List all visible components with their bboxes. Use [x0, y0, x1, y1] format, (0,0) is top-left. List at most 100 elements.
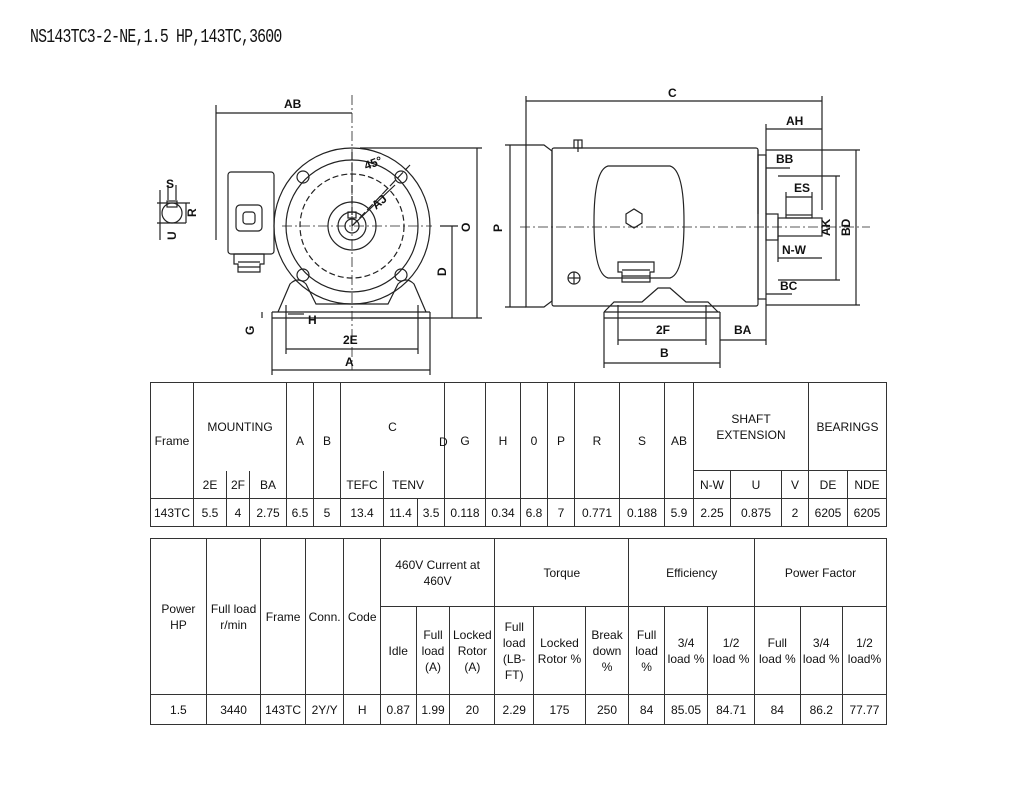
- header-2e: 2E: [193, 470, 227, 499]
- header-pf-full: Full load %: [754, 606, 801, 695]
- header-mounting: MOUNTING: [193, 382, 287, 471]
- cell-p: 7: [547, 498, 575, 527]
- header-u: U: [730, 470, 782, 499]
- label-2f: 2F: [656, 323, 670, 337]
- side-view: [505, 96, 870, 368]
- header-shaft-extension: SHAFT EXTENSION: [693, 382, 809, 471]
- cell-a: 6.5: [286, 498, 314, 527]
- header-current-locked: Locked Rotor (A): [449, 606, 496, 695]
- header-eff-full: Full load %: [628, 606, 665, 695]
- header-ab: AB: [664, 382, 694, 499]
- cell-current-locked: 20: [449, 694, 496, 725]
- header-s: S: [619, 382, 665, 499]
- header-torque-break: Break down %: [584, 606, 630, 695]
- label-o: O: [459, 223, 473, 232]
- header-ba: BA: [249, 470, 287, 499]
- label-2e: 2E: [343, 333, 358, 347]
- header-power-hp: Power HP: [150, 538, 207, 695]
- header-v: V: [781, 470, 809, 499]
- cell-full-load-rmin: 3440: [205, 694, 262, 725]
- cell-b: 5: [313, 498, 341, 527]
- header-pf-34: 3/4 load %: [799, 606, 843, 695]
- label-h: H: [308, 313, 317, 327]
- label-d: D: [435, 267, 449, 276]
- label-bd: BD: [839, 218, 853, 236]
- cell-ba: 2.75: [249, 498, 287, 527]
- label-ab: AB: [284, 97, 302, 111]
- cell-idle: 0.87: [379, 694, 417, 725]
- cell-o: 6.8: [520, 498, 548, 527]
- cell-torque-full: 2.29: [494, 694, 535, 725]
- header-code: Code: [343, 538, 381, 695]
- header-r: R: [574, 382, 620, 499]
- cell-frame2: 143TC: [260, 694, 306, 725]
- cell-d: 3.5: [417, 498, 445, 527]
- header-nde: NDE: [847, 470, 887, 499]
- document-title: NS143TC3-2-NE,1.5 HP,143TC,3600: [30, 26, 282, 48]
- header-efficiency: Efficiency: [628, 538, 755, 607]
- label-u: U: [165, 231, 179, 240]
- cell-eff-full: 84: [628, 694, 665, 725]
- cell-de: 6205: [808, 498, 848, 527]
- header-full-load-rmin: Full load r/min: [205, 538, 262, 695]
- cell-pf-12: 77.77: [841, 694, 888, 725]
- header-eff-34: 3/4 load %: [663, 606, 709, 695]
- header-frame: Frame: [150, 382, 194, 499]
- header-d: D: [439, 435, 448, 449]
- cell-2f: 4: [226, 498, 250, 527]
- label-r: R: [185, 208, 199, 217]
- cell-h: 0.34: [485, 498, 521, 527]
- cell-power-hp: 1.5: [150, 694, 207, 725]
- cell-eff-12: 84.71: [707, 694, 755, 725]
- cell-ab: 5.9: [664, 498, 694, 527]
- header-p: P: [547, 382, 575, 499]
- front-view: [157, 95, 482, 375]
- cell-code: H: [343, 694, 381, 725]
- header-torque-full: Full load (LB-FT): [494, 606, 535, 695]
- header-nw: N-W: [693, 470, 731, 499]
- label-ak: AK: [819, 218, 833, 236]
- cell-torque-locked: 175: [533, 694, 586, 725]
- performance-table: Power HP Full load r/min Frame Conn. Cod…: [150, 538, 888, 725]
- label-b: B: [660, 346, 669, 360]
- cell-pf-34: 86.2: [799, 694, 843, 725]
- header-a: A: [286, 382, 314, 499]
- header-current-full: Full load (A): [415, 606, 451, 695]
- cell-torque-break: 250: [584, 694, 630, 725]
- cell-nw: 2.25: [693, 498, 731, 527]
- label-es: ES: [794, 181, 810, 195]
- header-current: 460V Current at 460V: [379, 538, 496, 607]
- cell-frame: 143TC: [150, 498, 194, 527]
- label-45deg: 45°: [362, 153, 384, 172]
- header-idle: Idle: [379, 606, 417, 695]
- cell-conn: 2Y/Y: [304, 694, 345, 725]
- header-frame2: Frame: [260, 538, 306, 695]
- header-torque: Torque: [494, 538, 630, 607]
- label-bc: BC: [780, 279, 798, 293]
- header-eff-12: 1/2 load %: [707, 606, 755, 695]
- header-g: G: [444, 382, 486, 499]
- label-s: S: [166, 177, 174, 191]
- header-bearings: BEARINGS: [808, 382, 887, 471]
- header-power-factor: Power Factor: [754, 538, 887, 607]
- header-conn: Conn.: [304, 538, 345, 695]
- cell-g: 0.118: [444, 498, 486, 527]
- label-nw: N-W: [782, 243, 807, 257]
- cell-eff-34: 85.05: [663, 694, 709, 725]
- label-p: P: [491, 224, 505, 232]
- label-ah: AH: [786, 114, 803, 128]
- header-tenv: TENV: [383, 470, 445, 499]
- label-g: G: [243, 326, 257, 335]
- label-ba: BA: [734, 323, 752, 337]
- header-b: B: [313, 382, 341, 499]
- cell-current-full: 1.99: [415, 694, 451, 725]
- cell-pf-full: 84: [754, 694, 801, 725]
- cell-s: 0.188: [619, 498, 665, 527]
- label-bb: BB: [776, 152, 794, 166]
- header-2f: 2F: [226, 470, 250, 499]
- header-tefc: TEFC: [340, 470, 384, 499]
- header-o: 0: [520, 382, 548, 499]
- cell-2e: 5.5: [193, 498, 227, 527]
- label-a: A: [345, 355, 354, 369]
- header-de: DE: [808, 470, 848, 499]
